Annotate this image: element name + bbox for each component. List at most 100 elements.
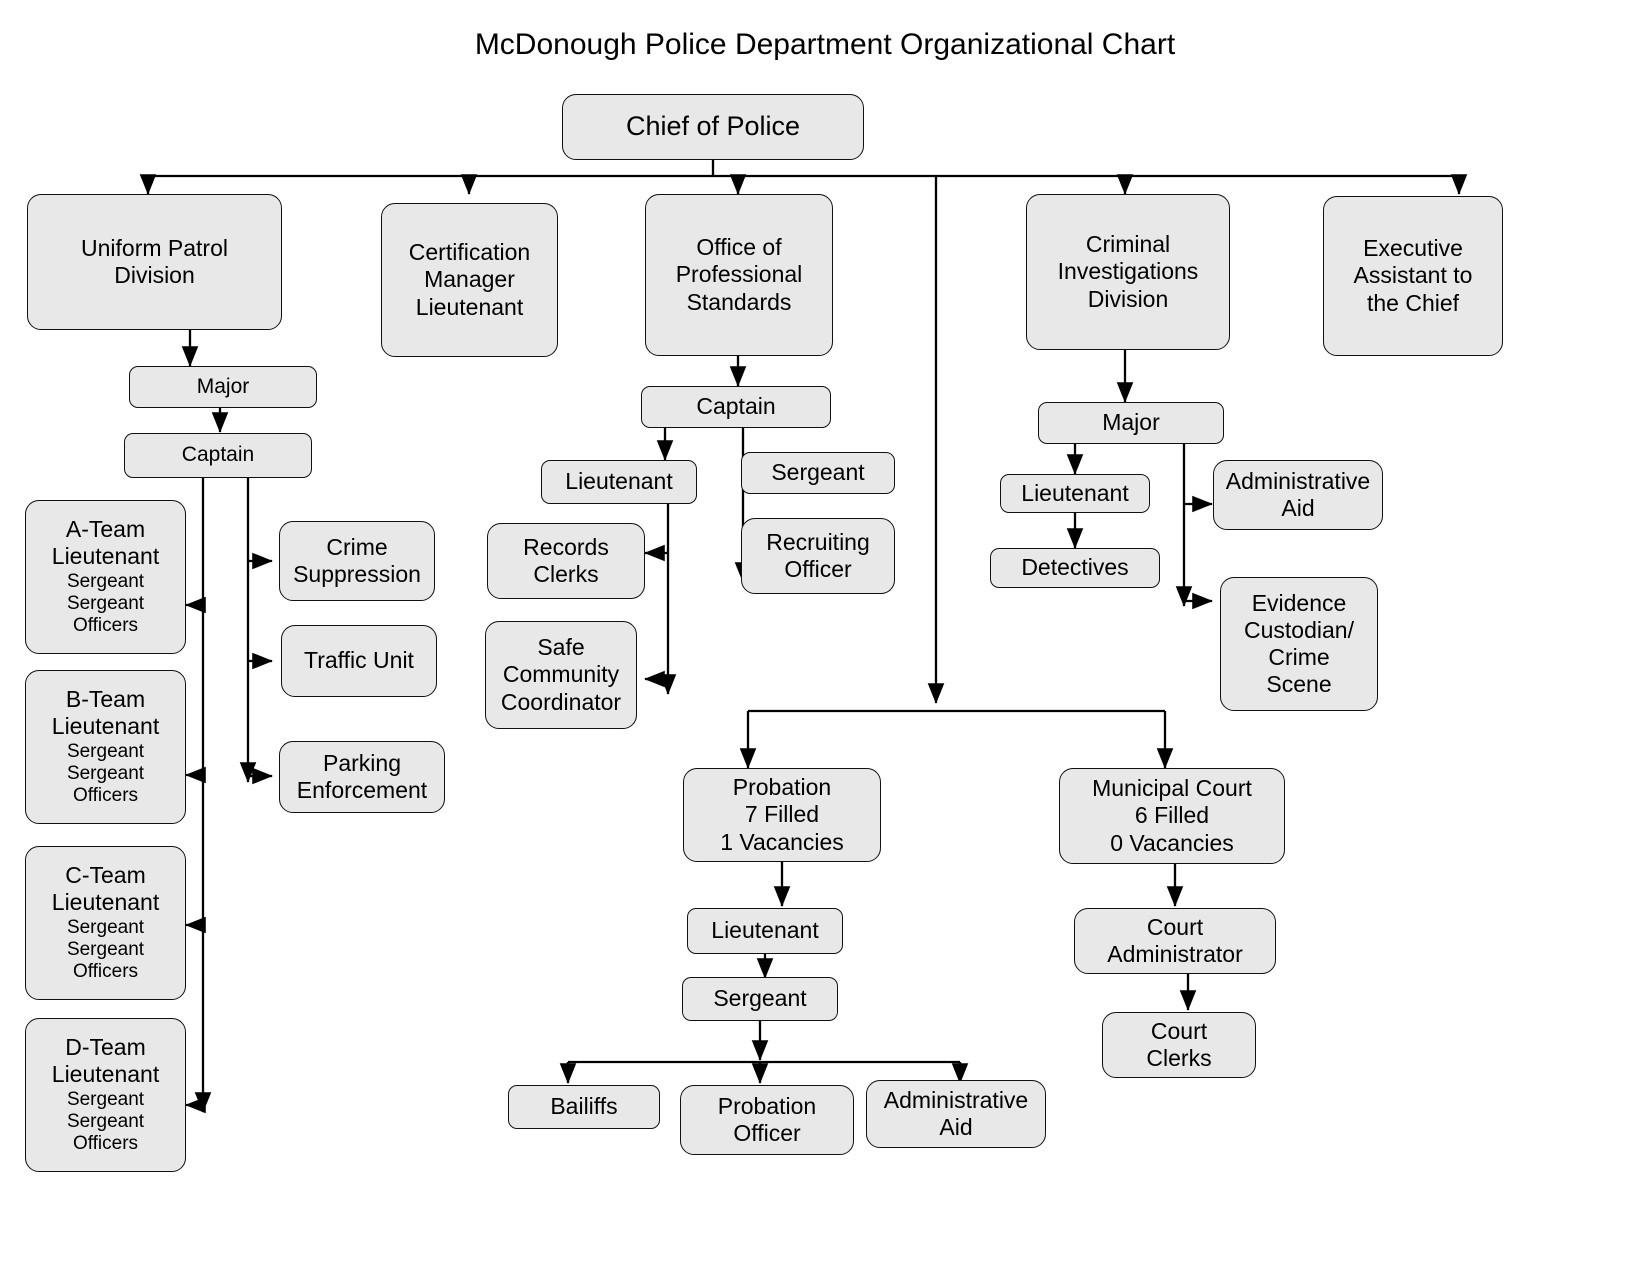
node-line: Aid: [939, 1114, 973, 1140]
node-records-clerks[interactable]: Records Clerks: [487, 523, 645, 599]
node-criminal-investigations-division[interactable]: Criminal Investigations Division: [1026, 194, 1230, 350]
node-line: Lieutenant: [51, 543, 160, 570]
node-line: Aid: [1281, 495, 1315, 521]
node-probation-administrative-aid[interactable]: Administrative Aid: [866, 1080, 1046, 1148]
node-line: Crime: [326, 533, 388, 560]
node-line: Clerks: [1146, 1045, 1212, 1071]
node-line: 7 Filled: [744, 801, 820, 828]
node-line: Parking: [323, 749, 401, 776]
node-line: Chief of Police: [625, 111, 801, 142]
node-uniform-patrol-division[interactable]: Uniform Patrol Division: [27, 194, 282, 330]
node-line: Lieutenant: [1021, 479, 1129, 506]
node-line: Suppression: [293, 561, 421, 587]
node-line: Scene: [1266, 671, 1332, 698]
node-probation[interactable]: Probation 7 Filled 1 Vacancies: [683, 768, 881, 862]
node-a-team[interactable]: A-Team Lieutenant Sergeant Sergeant Offi…: [25, 500, 186, 654]
node-office-of-professional-standards[interactable]: Office of Professional Standards: [645, 194, 833, 356]
node-ops-captain[interactable]: Captain: [641, 386, 831, 428]
node-line: Certification: [408, 239, 531, 266]
node-cid-lieutenant[interactable]: Lieutenant: [1000, 474, 1150, 513]
node-bailiffs[interactable]: Bailiffs: [508, 1085, 660, 1129]
node-probation-officer[interactable]: Probation Officer: [680, 1085, 854, 1155]
page-title: McDonough Police Department Organization…: [474, 28, 1176, 61]
node-line: Executive: [1363, 235, 1463, 262]
node-line: Sergeant: [771, 459, 865, 486]
node-line: Officers: [72, 961, 139, 983]
node-line: Standards: [686, 288, 792, 315]
node-line: Captain: [181, 443, 255, 467]
node-b-team[interactable]: B-Team Lieutenant Sergeant Sergeant Offi…: [25, 670, 186, 824]
node-probation-sergeant[interactable]: Sergeant: [682, 977, 838, 1021]
node-line: B-Team: [65, 686, 146, 713]
node-line: D-Team: [65, 1034, 146, 1061]
node-line: Administrative: [1225, 467, 1371, 494]
node-crime-suppression[interactable]: Crime Suppression: [279, 521, 435, 601]
node-parking-enforcement[interactable]: Parking Enforcement: [279, 741, 445, 813]
node-line: Evidence: [1251, 589, 1347, 616]
node-court-administrator[interactable]: Court Administrator: [1074, 908, 1276, 974]
node-line: Bailiffs: [550, 1093, 618, 1120]
node-safe-community-coordinator[interactable]: Safe Community Coordinator: [485, 621, 637, 729]
node-line: Manager: [424, 266, 515, 293]
node-line: Officers: [72, 615, 139, 637]
node-line: Municipal Court: [1092, 775, 1252, 802]
node-upd-major[interactable]: Major: [129, 366, 317, 408]
node-line: Lieutenant: [51, 1061, 160, 1088]
node-probation-lieutenant[interactable]: Lieutenant: [687, 908, 843, 954]
node-upd-captain[interactable]: Captain: [124, 433, 312, 478]
node-certification-manager[interactable]: Certification Manager Lieutenant: [381, 203, 558, 357]
node-court-clerks[interactable]: Court Clerks: [1102, 1012, 1256, 1078]
node-line: Safe: [537, 634, 585, 661]
node-line: C-Team: [65, 862, 146, 889]
node-c-team[interactable]: C-Team Lieutenant Sergeant Sergeant Offi…: [25, 846, 186, 1000]
node-d-team[interactable]: D-Team Lieutenant Sergeant Sergeant Offi…: [25, 1018, 186, 1172]
node-line: Sergeant: [66, 938, 145, 960]
node-line: Sergeant: [66, 1110, 145, 1132]
node-line: Crime: [1268, 644, 1330, 670]
node-line: Assistant to: [1353, 262, 1473, 289]
node-ops-sergeant[interactable]: Sergeant: [741, 452, 895, 494]
node-line: Sergeant: [713, 985, 807, 1012]
node-line: Administrator: [1107, 941, 1243, 967]
node-line: Community: [502, 661, 620, 688]
node-chief-of-police[interactable]: Chief of Police: [562, 94, 864, 160]
node-line: Detectives: [1021, 554, 1129, 581]
node-line: Professional: [675, 261, 803, 288]
node-line: Court: [1150, 1017, 1208, 1044]
node-line: Uniform Patrol: [81, 234, 228, 261]
node-line: Division: [1087, 285, 1169, 312]
node-line: Coordinator: [500, 688, 622, 715]
node-line: Sergeant: [66, 570, 145, 592]
node-line: Lieutenant: [415, 293, 524, 320]
node-evidence-custodian-crime-scene[interactable]: Evidence Custodian/ Crime Scene: [1220, 577, 1378, 711]
node-cid-administrative-aid[interactable]: Administrative Aid: [1213, 460, 1383, 530]
node-line: the Chief: [1366, 289, 1460, 316]
node-line: Recruiting: [766, 528, 870, 555]
node-line: 0 Vacancies: [1110, 829, 1234, 856]
node-ops-lieutenant[interactable]: Lieutenant: [541, 460, 697, 504]
node-cid-major[interactable]: Major: [1038, 402, 1224, 444]
node-recruiting-officer[interactable]: Recruiting Officer: [741, 518, 895, 594]
node-line: 6 Filled: [1134, 802, 1210, 829]
node-line: Officers: [72, 1133, 139, 1155]
node-line: Office of: [696, 234, 782, 261]
node-line: Sergeant: [66, 592, 145, 614]
node-line: Probation: [717, 1092, 817, 1119]
node-municipal-court[interactable]: Municipal Court 6 Filled 0 Vacancies: [1059, 768, 1285, 864]
node-line: Sergeant: [66, 916, 145, 938]
node-line: Enforcement: [296, 777, 428, 803]
node-line: Court: [1146, 913, 1204, 940]
node-line: Clerks: [533, 561, 599, 587]
node-traffic-unit[interactable]: Traffic Unit: [281, 625, 437, 697]
node-line: Lieutenant: [565, 468, 673, 495]
node-line: 1 Vacancies: [720, 828, 844, 855]
node-line: Probation: [732, 774, 832, 801]
node-line: Lieutenant: [711, 917, 819, 944]
node-line: Traffic Unit: [304, 647, 414, 674]
node-line: Captain: [696, 393, 776, 420]
node-line: Officers: [72, 785, 139, 807]
node-executive-assistant-to-the-chief[interactable]: Executive Assistant to the Chief: [1323, 196, 1503, 356]
node-detectives[interactable]: Detectives: [990, 548, 1160, 588]
